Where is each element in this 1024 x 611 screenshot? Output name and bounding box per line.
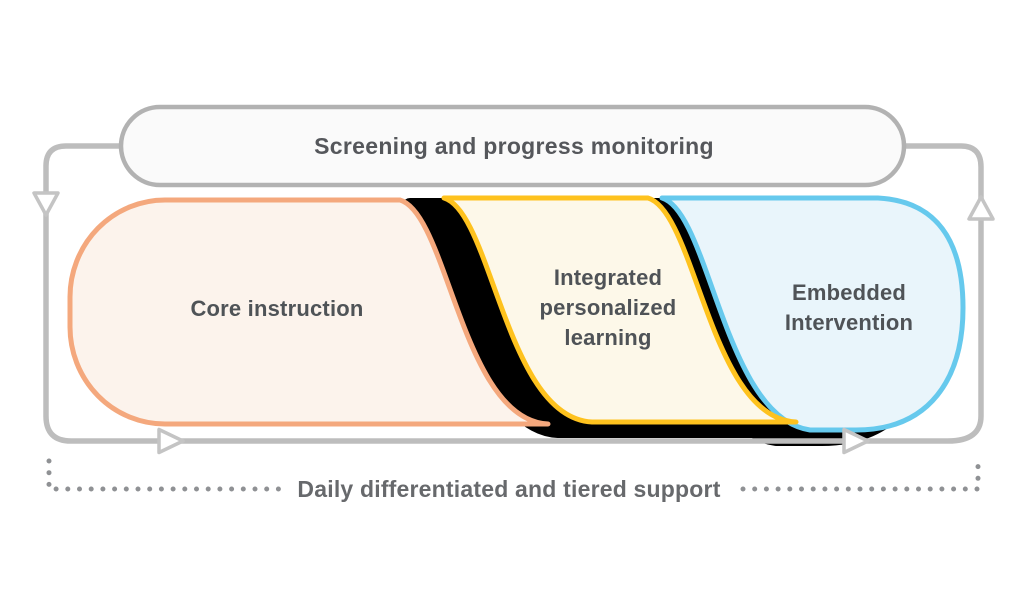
support-band: Daily differentiated and tiered support [46,458,981,502]
embedded-intervention-shape [659,195,966,433]
screening-pill-shape [118,104,907,188]
support-band-label: Daily differentiated and tiered support [297,476,720,502]
cycle-connector [32,143,995,455]
stage-labels: Core instruction Integrated personalized… [190,265,913,350]
integrated-learning-label-line1: Integrated [554,265,662,290]
embedded-intervention-label-line2: Intervention [785,310,913,335]
integrated-learning-label-line2: personalized [540,295,677,320]
core-instruction-label: Core instruction [190,296,363,321]
arrow-up-icon [967,195,995,221]
dotted-line-left [46,458,286,492]
arrow-right-icon [842,427,870,455]
core-instruction-shape [67,197,551,427]
screening-pill-label: Screening and progress monitoring [314,133,714,159]
dotted-line-right [740,458,981,492]
screening-pill: Screening and progress monitoring [118,104,907,188]
embedded-intervention-label-line1: Embedded [792,280,906,305]
arrow-down-icon [32,191,60,217]
arrow-right-icon [157,427,185,455]
integrated-learning-label-line3: learning [564,325,651,350]
integrated-learning-shape [441,195,799,425]
stage-shapes [67,195,966,446]
cycle-connector-line [43,143,984,444]
